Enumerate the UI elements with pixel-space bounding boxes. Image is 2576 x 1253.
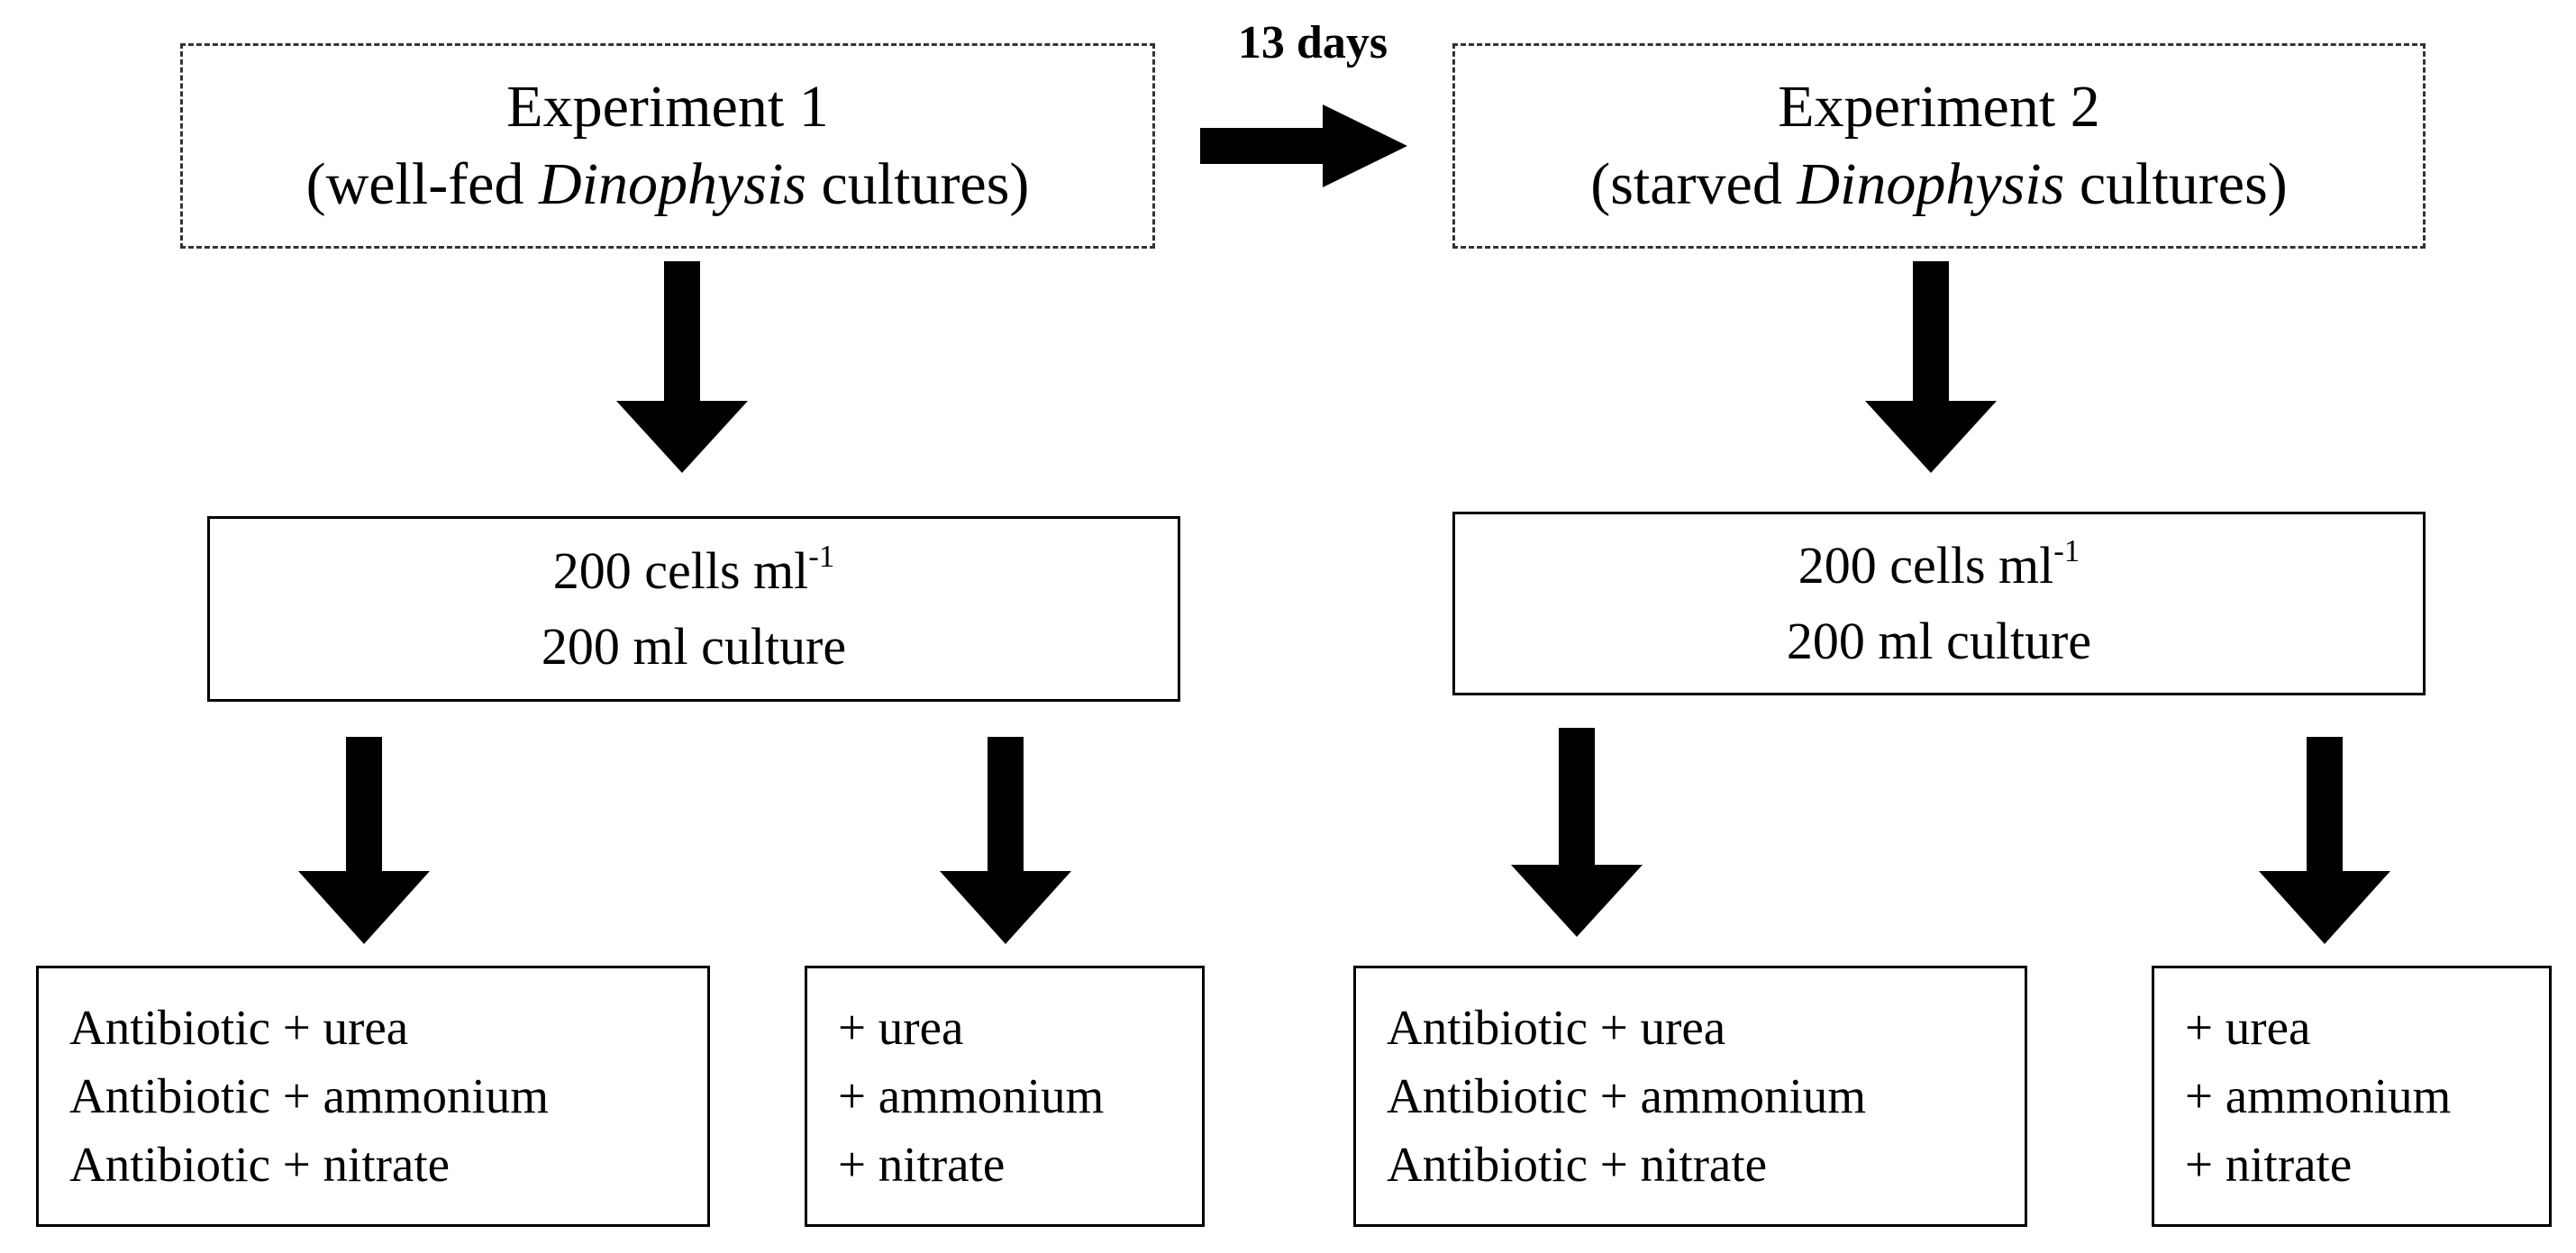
treatment-item: + nitrate [2185,1137,2353,1192]
exp1-antibiotic-treatments: Antibiotic + urea Antibiotic + ammonium … [36,966,710,1227]
treatment-item: Antibiotic + nitrate [1387,1137,1768,1192]
treatment-item: Antibiotic + ammonium [1387,1068,1867,1123]
culture-2-volume: 200 ml culture [1786,612,2092,670]
treatment-item: + urea [2185,1000,2311,1055]
culture2-to-antibiotic-arrow [1511,728,1643,937]
culture2-to-no-antibiotic-arrow [2259,737,2390,944]
culture1-to-no-antibiotic-arrow [940,737,1071,944]
treatment-item: + nitrate [838,1137,1006,1192]
treatment-item: Antibiotic + urea [69,1000,409,1055]
treatment-item: + ammonium [838,1068,1105,1123]
exp1-to-culture-arrow [616,261,748,473]
experiment-1-subtitle: (well-fed Dinophysis cultures) [305,151,1030,217]
experiment-2-subtitle: (starved Dinophysis cultures) [1590,151,2288,217]
culture-2-density: 200 cells ml-1 [1798,532,2080,595]
treatment-item: Antibiotic + ammonium [69,1068,550,1123]
treatment-item: Antibiotic + urea [1387,1000,1726,1055]
culture-box-1: 200 cells ml-1 200 ml culture [207,516,1180,702]
treatment-item: Antibiotic + nitrate [69,1137,451,1192]
exp1-no-antibiotic-treatments: + urea + ammonium + nitrate [805,966,1205,1227]
exp2-to-culture-arrow [1865,261,1997,473]
exp2-no-antibiotic-treatments: + urea + ammonium + nitrate [2152,966,2552,1227]
thirteen-days-arrow [1200,104,1407,187]
experiment-2-title: Experiment 2 [1778,74,2100,140]
experiment-2-box: Experiment 2 (starved Dinophysis culture… [1452,43,2426,249]
experiment-1-title: Experiment 1 [506,74,829,140]
thirteen-days-label: 13 days [1237,17,1388,68]
culture-1-density: 200 cells ml-1 [552,538,835,600]
culture-1-volume: 200 ml culture [541,617,847,676]
culture1-to-antibiotic-arrow [298,737,430,944]
culture-box-2: 200 cells ml-1 200 ml culture [1452,512,2426,695]
treatment-item: + urea [838,1000,964,1055]
exp2-antibiotic-treatments: Antibiotic + urea Antibiotic + ammonium … [1353,966,2027,1227]
experiment-1-box: Experiment 1 (well-fed Dinophysis cultur… [180,43,1155,249]
treatment-item: + ammonium [2185,1068,2452,1123]
